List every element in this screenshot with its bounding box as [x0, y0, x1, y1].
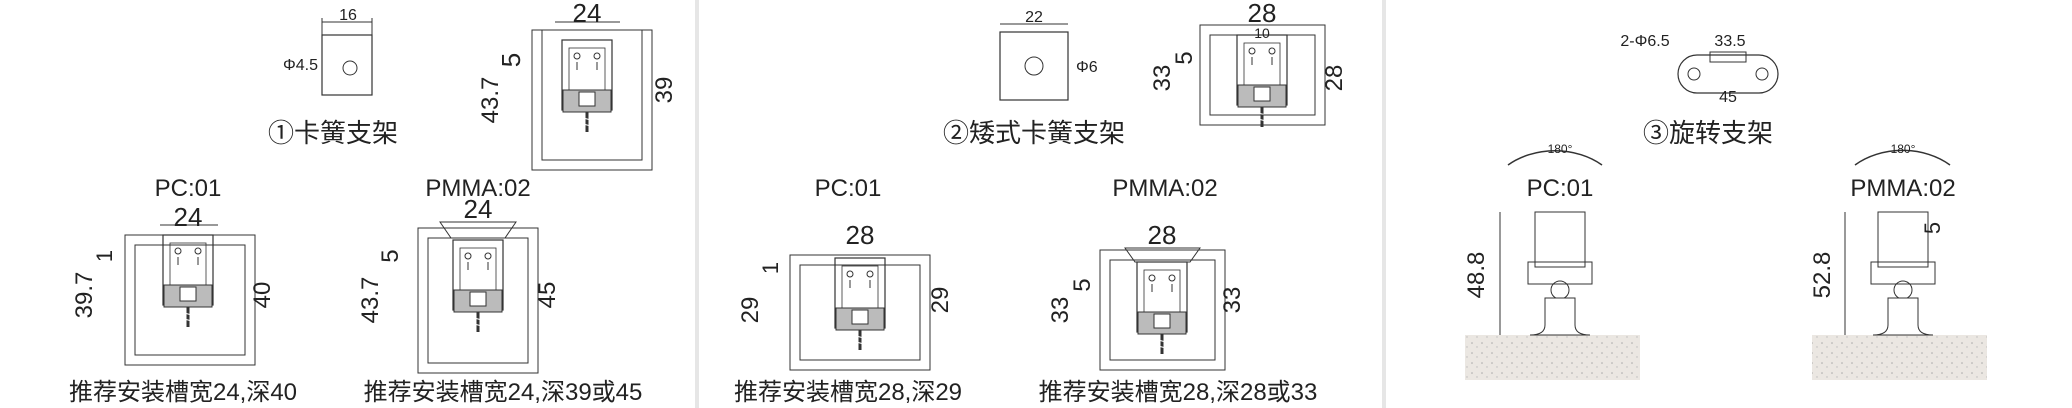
mount-top-view-1: 24 5 43.7 39 — [477, 0, 678, 171]
dim-5-top-2: 5 — [1171, 51, 1198, 64]
recommend-pc-2: 推荐安装槽宽28,深29 — [734, 379, 962, 406]
rotary-mount-right: 180° PMMA:02 5 52.8 — [1809, 142, 1956, 336]
recommend-pmma-2: 推荐安装槽宽28,深28或33 — [1039, 379, 1318, 406]
panel-2: 22 Φ6 28 10 5 33 28 ②矮式卡簧支架 PC:01 28 1 2… — [734, 0, 1348, 406]
pc-section-2: PC:01 28 1 29 29 推荐安装槽宽28,深29 — [734, 175, 962, 406]
panel-divider-2 — [1382, 0, 1386, 408]
rotary-clip-top-view: 2-Φ6.5 33.5 45 — [1620, 33, 1779, 106]
dim-16: 16 — [339, 7, 357, 24]
dim-33-5: 33.5 — [1714, 33, 1745, 50]
title-pc-2: PC:01 — [815, 175, 882, 202]
dim-5-rot: 5 — [1920, 222, 1945, 234]
angle-left: 180° — [1548, 142, 1573, 156]
pc-section-1: PC:01 24 1 39.7 40 推荐安装槽宽24,深40 — [69, 175, 297, 406]
dim-28-top: 28 — [1248, 0, 1277, 28]
dim-28-pmma: 28 — [1148, 220, 1177, 250]
dim-45-rot: 45 — [1719, 89, 1737, 106]
dim-40: 40 — [249, 282, 276, 309]
dim-1-pc: 1 — [92, 250, 117, 262]
recommend-pmma-1: 推荐安装槽宽24,深39或45 — [364, 379, 643, 406]
caption-3: ③旋转支架 — [1643, 118, 1773, 148]
clip-top-view-2: 22 Φ6 — [999, 9, 1098, 101]
dim-28-depth-top: 28 — [1321, 65, 1348, 92]
dim-24-top: 24 — [573, 0, 602, 28]
dim-24-pc: 24 — [174, 202, 203, 232]
caption-2: ②矮式卡簧支架 — [943, 118, 1125, 148]
dim-33-top: 33 — [1149, 65, 1176, 92]
dim-5-top: 5 — [496, 53, 526, 67]
pmma-section-2: PMMA:02 28 5 33 33 推荐安装槽宽28,深28或33 — [1039, 175, 1318, 406]
caption-1: ①卡簧支架 — [268, 118, 398, 148]
panel-3: 2-Φ6.5 33.5 45 ③旋转支架 180° PC:01 48.8 180… — [1463, 33, 1987, 380]
dim-5-pmma: 5 — [377, 249, 404, 262]
dim-43-7-pmma: 43.7 — [357, 277, 384, 324]
floor-right — [1812, 335, 1987, 380]
dim-24-pmma: 24 — [464, 194, 493, 224]
recommend-pc-1: 推荐安装槽宽24,深40 — [69, 379, 297, 406]
mount-top-view-2: 28 10 5 33 28 — [1149, 0, 1348, 129]
dim-hole: Φ4.5 — [283, 57, 318, 74]
pmma-section-1: PMMA:02 24 5 43.7 45 推荐安装槽宽24,深39或45 — [357, 175, 642, 406]
title-pc-3: PC:01 — [1527, 175, 1594, 202]
dim-2-hole: 2-Φ6.5 — [1620, 33, 1669, 50]
dim-33-right: 33 — [1219, 287, 1246, 314]
panel-1: 16 Φ4.5 24 5 43.7 39 ①卡簧支架 PC:01 24 1 39… — [69, 0, 678, 406]
clip-top-view-1: 16 Φ4.5 — [283, 7, 373, 96]
dim-48-8: 48.8 — [1463, 252, 1490, 299]
dim-39-7: 39.7 — [71, 272, 98, 319]
title-pmma-3: PMMA:02 — [1850, 175, 1955, 202]
rotary-mount-left: 180° PC:01 48.8 — [1463, 142, 1603, 336]
dim-22: 22 — [1025, 9, 1043, 26]
title-pmma-2: PMMA:02 — [1112, 175, 1217, 202]
floor-left — [1465, 335, 1640, 380]
dim-33-left: 33 — [1047, 297, 1074, 324]
dim-45: 45 — [534, 282, 561, 309]
dim-1-pc-2: 1 — [758, 262, 783, 274]
title-pc-1: PC:01 — [155, 175, 222, 202]
panel-divider-1 — [695, 0, 699, 408]
angle-right: 180° — [1891, 142, 1916, 156]
dim-29-right: 29 — [927, 287, 954, 314]
dim-5-pmma-2: 5 — [1069, 278, 1096, 291]
dim-10-top: 10 — [1254, 25, 1270, 41]
dim-52-8: 52.8 — [1809, 252, 1836, 299]
dim-43-7-top: 43.7 — [477, 77, 504, 124]
dim-28-pc: 28 — [846, 220, 875, 250]
dim-hole-6: Φ6 — [1076, 59, 1098, 76]
dim-39-top: 39 — [651, 77, 678, 104]
dim-29-left: 29 — [737, 297, 764, 324]
title-pmma-1: PMMA:02 — [425, 175, 530, 202]
